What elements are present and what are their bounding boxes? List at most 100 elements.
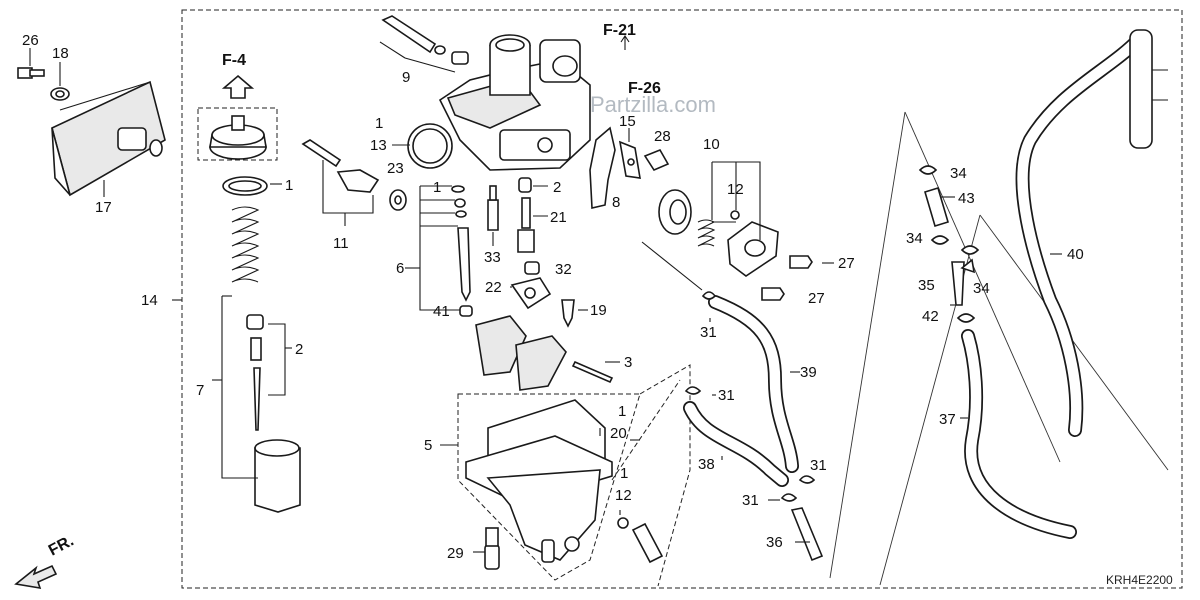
part-pin-3: [571, 360, 614, 384]
callout-1: 1: [618, 403, 626, 420]
callout-23: 23: [387, 160, 404, 177]
ref-arrow-f4: [221, 74, 255, 99]
callout-7: 7: [196, 382, 204, 399]
part-float-bowl-5: [457, 393, 641, 581]
callout-8: 8: [612, 194, 620, 211]
callout-33: 33: [484, 249, 501, 266]
part-screw-27a: [789, 255, 813, 269]
diagram-frame: [181, 9, 1183, 589]
front-direction-arrow: [14, 564, 58, 590]
part-jet-33: [487, 185, 499, 231]
part-bolt-28: [643, 148, 670, 172]
part-collar-23: [389, 189, 407, 211]
direction-label: FR.: [46, 532, 77, 559]
callout-1: 1: [375, 115, 383, 132]
callout-14: 14: [141, 292, 158, 309]
callout-31: 31: [700, 324, 717, 341]
part-hose-39: [708, 295, 799, 473]
part-diaphragm-10: [658, 189, 716, 247]
part-clamp-34a: [918, 165, 938, 175]
part-cover-acc: [727, 221, 779, 277]
callout-32: 32: [555, 261, 572, 278]
part-screw-29: [484, 527, 500, 570]
callout-40: 40: [1067, 246, 1084, 263]
callout-1: 1: [285, 177, 293, 194]
part-needle-jet-6: [451, 185, 471, 302]
part-bolt-26: [17, 67, 45, 79]
part-top-cap: [197, 107, 278, 161]
part-needle-valve-19: [561, 299, 575, 328]
callout-34: 34: [950, 165, 967, 182]
callout-21: 21: [550, 209, 567, 226]
callout-31: 31: [718, 387, 735, 404]
part-plug-41: [459, 305, 473, 317]
part-clamp-42: [956, 313, 976, 323]
callout-39: 39: [800, 364, 817, 381]
callout-12: 12: [727, 181, 744, 198]
part-screw-11: [301, 139, 380, 193]
part-screw-27b: [761, 287, 785, 301]
part-joint-35: [951, 258, 976, 306]
ref-label-f21: F-21: [603, 22, 636, 39]
callout-31: 31: [742, 492, 759, 509]
callout-26: 26: [22, 32, 39, 49]
part-hose-40: [1015, 29, 1168, 437]
callout-18: 18: [52, 45, 69, 62]
callout-2: 2: [553, 179, 561, 196]
callout-12: 12: [615, 487, 632, 504]
diagram-code: KRH4E2200: [1106, 573, 1173, 587]
ref-label-f4: F-4: [222, 52, 246, 69]
callout-35: 35: [918, 277, 935, 294]
callout-36: 36: [766, 534, 783, 551]
callout-15: 15: [619, 113, 636, 130]
part-tube-43: [924, 186, 949, 228]
part-o-ring-1: [222, 176, 268, 196]
callout-41: 41: [433, 303, 450, 320]
callout-13: 13: [370, 137, 387, 154]
callout-29: 29: [447, 545, 464, 562]
part-washer-18: [50, 87, 70, 101]
callout-42: 42: [922, 308, 939, 325]
part-clamp-34b: [930, 235, 950, 245]
part-hose-38: [683, 401, 789, 487]
callout-6: 6: [396, 260, 404, 277]
part-fitting-36: [790, 507, 824, 562]
part-needle-set-2: [246, 314, 264, 431]
part-clamp-31b: [684, 386, 702, 395]
part-clamp-31c: [798, 475, 816, 484]
callout-2: 2: [295, 341, 303, 358]
callout-1: 1: [620, 465, 628, 482]
part-spring: [231, 206, 260, 283]
part-washer-12: [617, 517, 629, 529]
callout-1: 1: [433, 179, 441, 196]
callout-37: 37: [939, 411, 956, 428]
part-clamp-31d: [780, 493, 798, 502]
callout-28: 28: [654, 128, 671, 145]
part-clamp-31a: [701, 291, 717, 300]
part-bracket-15: [618, 140, 641, 179]
callout-labels: 26 18 17 14 1 7 2 9 1 13 23 11 1 6 41 33…: [22, 32, 1084, 562]
callout-27: 27: [808, 290, 825, 307]
callout-10: 10: [703, 136, 720, 153]
callout-20: 20: [610, 425, 627, 442]
callout-31: 31: [810, 457, 827, 474]
part-lever-8: [589, 126, 616, 209]
part-clamp-34c: [960, 245, 980, 255]
part-washer-32: [524, 261, 540, 275]
callout-3: 3: [624, 354, 632, 371]
part-o-ring-13: [407, 123, 453, 169]
part-drain-screw: [631, 522, 664, 564]
callout-27: 27: [838, 255, 855, 272]
ref-arrow-f21: [620, 35, 630, 50]
callout-5: 5: [424, 437, 432, 454]
callout-43: 43: [958, 190, 975, 207]
part-carburetor-body: [438, 34, 591, 171]
part-hose-37: [961, 329, 1077, 539]
callout-17: 17: [95, 199, 112, 216]
ref-label-f26: F-26: [628, 80, 661, 97]
part-screw-9: [381, 15, 469, 65]
part-cover-17: [51, 80, 166, 197]
part-throttle-slide: [254, 439, 301, 513]
callout-38: 38: [698, 456, 715, 473]
